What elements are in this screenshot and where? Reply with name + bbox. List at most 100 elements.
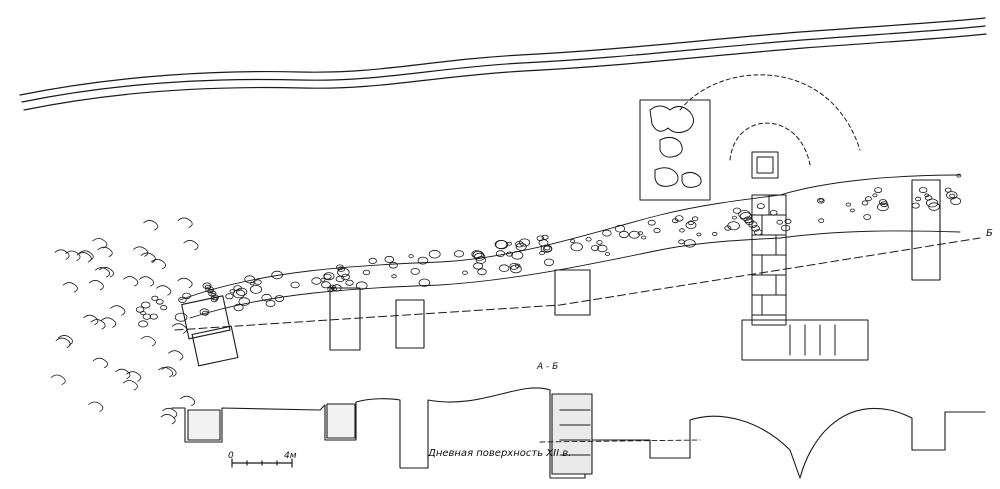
stone [462, 270, 468, 275]
rubble-mark [55, 337, 71, 348]
rubble-mark [65, 250, 81, 261]
stone [776, 219, 783, 225]
stone [570, 239, 576, 244]
stone [142, 313, 152, 320]
stone [861, 200, 869, 206]
stone [874, 187, 883, 194]
rubble-mark [183, 240, 199, 251]
rubble-mark [158, 367, 174, 378]
stone [410, 267, 420, 275]
stone [428, 249, 441, 259]
stone [950, 197, 962, 206]
rubble-mark [101, 317, 117, 328]
stone [337, 266, 345, 272]
stone [518, 238, 531, 247]
stone [311, 277, 322, 285]
stone [341, 273, 350, 281]
rubble-mark [122, 380, 138, 391]
stone [174, 312, 188, 322]
stone [321, 281, 331, 289]
stone [323, 273, 332, 280]
stone [687, 220, 695, 226]
stone [949, 193, 956, 199]
stone [515, 240, 524, 248]
stone [274, 295, 285, 302]
stone [408, 254, 414, 259]
stone [816, 197, 825, 204]
stone [290, 281, 300, 289]
section-line-label: А - Б [536, 362, 558, 372]
stone [685, 221, 697, 230]
stone [769, 210, 778, 216]
stone [877, 202, 889, 212]
stone [320, 277, 326, 282]
stone [863, 214, 872, 220]
rubble-mark [180, 395, 196, 407]
north-end-marker: Б [986, 228, 993, 239]
stone [919, 187, 928, 194]
stone [473, 252, 486, 261]
rubble-mark [95, 267, 111, 278]
rubble-mark [168, 350, 184, 361]
stone [538, 239, 549, 247]
stone [201, 310, 209, 316]
stone [619, 230, 629, 239]
stone [570, 242, 583, 252]
stone [151, 295, 159, 301]
rubble-mark [162, 407, 178, 419]
section-profile [171, 387, 986, 479]
rubble-mark [140, 336, 156, 347]
rubble-mark [57, 335, 73, 346]
stone [495, 250, 505, 257]
stone [362, 269, 371, 276]
rubble-mark [126, 371, 142, 382]
stone [541, 234, 549, 240]
stone [249, 284, 263, 294]
stone [597, 244, 608, 253]
stone [872, 193, 878, 198]
stone-texture [50, 173, 962, 425]
stone [271, 270, 283, 280]
stone [744, 218, 754, 225]
stone [140, 301, 151, 309]
stone [472, 250, 485, 259]
stone [543, 258, 555, 266]
stone [323, 272, 335, 281]
stone [238, 297, 251, 306]
stone [337, 267, 350, 277]
stone [514, 263, 521, 268]
rubble-mark [177, 217, 193, 228]
rubble-mark [177, 277, 193, 289]
apse-reconstruction [679, 74, 861, 166]
stone [732, 207, 742, 214]
stone [653, 227, 661, 234]
stone [135, 306, 145, 313]
scale-bar [231, 458, 293, 468]
rubble-mark [83, 314, 99, 326]
stone [585, 237, 592, 242]
stone [731, 215, 737, 220]
stone [265, 299, 276, 307]
stone [233, 303, 244, 312]
stone [498, 264, 510, 273]
stone [327, 286, 335, 292]
rubble-mark [62, 282, 78, 293]
stone [475, 256, 487, 264]
rubble-mark [92, 238, 108, 249]
rubble-mark [123, 276, 139, 287]
stone [254, 279, 262, 285]
rubble-mark [88, 280, 104, 291]
stone [391, 274, 397, 279]
stone [178, 296, 187, 303]
stone [647, 219, 656, 226]
stone [683, 239, 696, 248]
surface-line [539, 439, 701, 443]
rubble-mark [143, 220, 159, 231]
stone [865, 196, 872, 202]
surface-label: Дневная поверхность XII в. [427, 448, 571, 459]
rubble-mark [50, 374, 66, 385]
stone [696, 232, 702, 237]
stone [596, 240, 603, 245]
rubble-mark [161, 366, 177, 377]
stone [182, 292, 192, 300]
